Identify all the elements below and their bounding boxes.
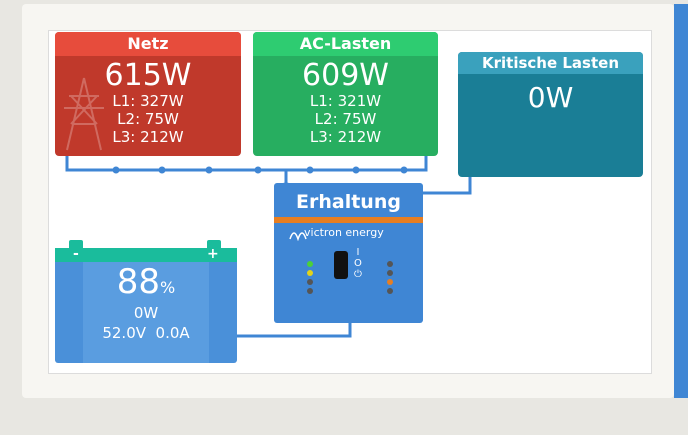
ac-loads-title: AC-Lasten [253,32,438,56]
grid-title: Netz [55,32,241,56]
ac-loads-l2: L2: 75W [314,110,377,128]
battery-power: 0W [133,304,159,322]
side-scrollbar[interactable] [674,4,688,398]
brand-label: victron energy [304,226,384,239]
minus-label: - [73,246,79,262]
led-bulk-icon [307,288,313,294]
led-lowbatt-icon [387,279,393,285]
battery-voltage-current: 52.0V 0.0A [102,324,190,342]
grid-l2: L2: 75W [117,110,179,128]
battery-soc: 88 [116,262,161,302]
battery-minus-terminal [69,240,83,248]
victron-logo-icon [289,232,307,241]
critical-loads-title: Kritische Lasten [458,52,643,74]
critical-loads-power: 0W [527,81,574,114]
ac-loads-tile[interactable]: AC-Lasten 609W L1: 321W L2: 75W L3: 212W [253,32,438,156]
inverter-accent-stripe [274,217,423,223]
power-tower-icon [64,77,104,151]
ac-loads-l1: L1: 321W [309,92,382,110]
battery-soc-unit: % [160,278,176,297]
ac-loads-l3: L3: 212W [309,128,382,146]
inverter-switch[interactable] [334,251,348,279]
grid-tile[interactable]: Netz 615W L1: 327W L2: 75W L3: 212W [55,32,241,156]
led-float-icon [307,279,313,285]
led-absorption-icon [307,270,313,276]
grid-l1: L1: 327W [112,92,184,110]
battery-plus-terminal [207,240,221,248]
battery-top-bar [55,248,237,262]
led-temp-icon [387,288,393,294]
led-mains-icon [307,261,313,267]
grid-power: 615W [104,58,192,93]
inverter-state: Erhaltung [296,191,401,213]
led-inverter-icon [387,261,393,267]
battery-tile[interactable]: - + 88% 0W 52.0V 0.0A [55,240,237,363]
battery-fill [83,262,209,363]
ac-loads-power: 609W [302,58,389,93]
critical-loads-tile[interactable]: Kritische Lasten 0W [458,52,643,177]
grid-l3: L3: 212W [112,128,184,146]
led-overload-icon [387,270,393,276]
plus-label: + [207,246,219,262]
